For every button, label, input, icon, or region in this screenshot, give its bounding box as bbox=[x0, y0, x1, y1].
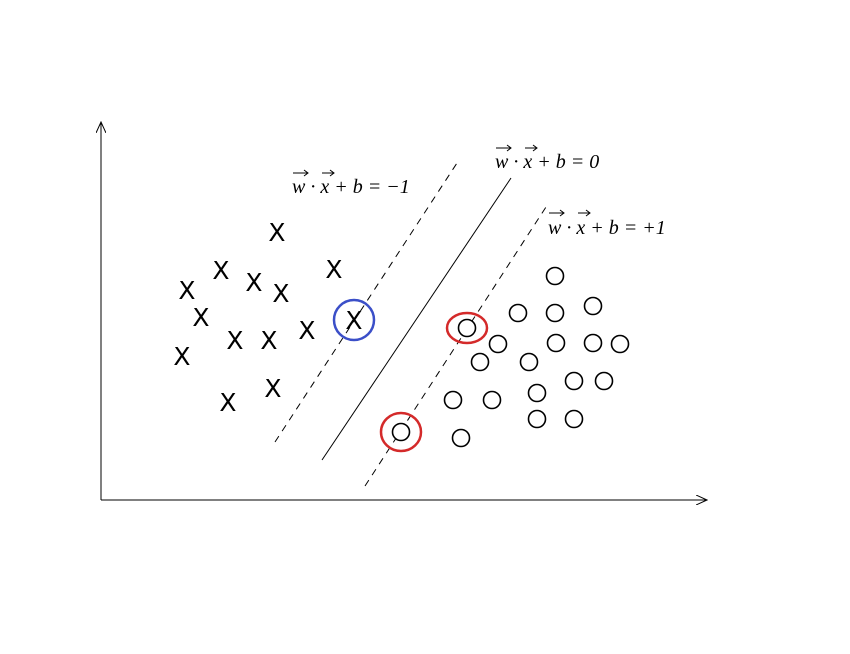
o-point bbox=[488, 334, 508, 354]
x-point: X bbox=[173, 342, 190, 371]
o-point bbox=[527, 409, 547, 429]
vector-arrow-icon bbox=[578, 209, 591, 217]
x-point: X bbox=[192, 303, 209, 332]
o-point bbox=[391, 422, 411, 442]
o-point bbox=[564, 371, 584, 391]
vector-arrow-icon bbox=[549, 209, 565, 217]
o-point bbox=[508, 303, 528, 323]
x-point: X bbox=[226, 326, 243, 355]
o-point bbox=[545, 303, 565, 323]
o-point bbox=[519, 352, 539, 372]
equation-negative: w · x + b = −1 bbox=[292, 169, 410, 198]
o-point bbox=[583, 333, 603, 353]
o-point bbox=[545, 266, 565, 286]
vector-arrow-icon bbox=[293, 169, 309, 177]
x-point: X bbox=[272, 279, 289, 308]
positive-class-points bbox=[391, 266, 630, 448]
x-point: X bbox=[212, 256, 229, 285]
negative-support-vector-ring bbox=[332, 298, 376, 342]
positive-margin-line bbox=[364, 206, 547, 487]
o-point bbox=[610, 334, 630, 354]
x-point: X bbox=[298, 316, 315, 345]
equation-positive: w · x + b = +1 bbox=[548, 209, 666, 239]
equation-positive-label: w · x + b = +1 bbox=[548, 217, 666, 239]
o-point bbox=[527, 383, 547, 403]
o-point bbox=[583, 296, 603, 316]
o-point bbox=[482, 390, 502, 410]
o-point bbox=[470, 352, 490, 372]
equation-negative-label: w · x + b = −1 bbox=[292, 176, 410, 198]
x-point: X bbox=[268, 218, 285, 247]
negative-margin-line bbox=[274, 162, 458, 443]
decision-boundary-line bbox=[321, 177, 512, 461]
positive-support-vector-ring bbox=[445, 311, 489, 345]
x-point: X bbox=[264, 374, 281, 403]
x-point: X bbox=[219, 388, 236, 417]
vector-arrow-icon bbox=[496, 144, 512, 152]
o-point bbox=[457, 318, 477, 338]
o-point bbox=[546, 333, 566, 353]
x-point: X bbox=[260, 326, 277, 355]
x-point: X bbox=[325, 255, 342, 284]
equation-zero: w · x + b = 0 bbox=[495, 144, 599, 173]
positive-support-vector-ring bbox=[379, 411, 423, 453]
equation-zero-label: w · x + b = 0 bbox=[495, 151, 599, 173]
vector-arrow-icon bbox=[525, 144, 538, 152]
x-point: X bbox=[178, 276, 195, 305]
x-point: X bbox=[345, 306, 362, 335]
o-point bbox=[443, 390, 463, 410]
o-point bbox=[451, 428, 471, 448]
vector-arrow-icon bbox=[322, 169, 335, 177]
x-point: X bbox=[245, 268, 262, 297]
o-point bbox=[594, 371, 614, 391]
o-point bbox=[564, 409, 584, 429]
